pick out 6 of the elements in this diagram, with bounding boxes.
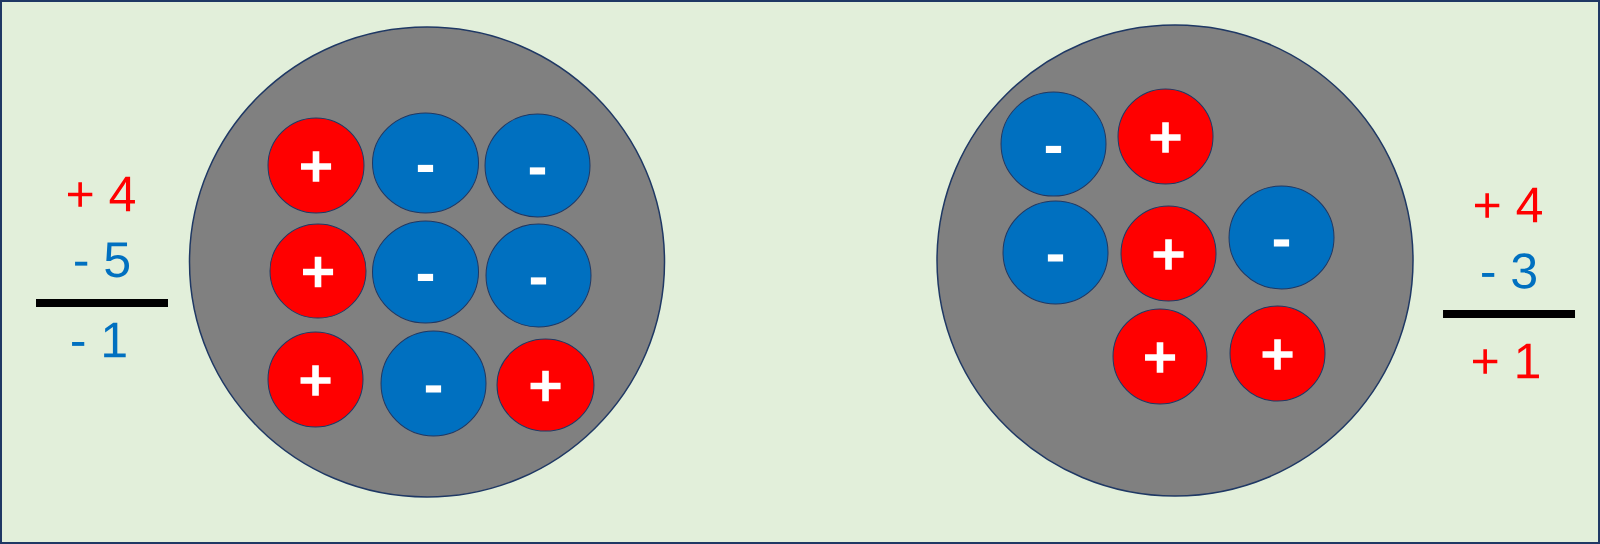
number-label: - 5 (75, 242, 130, 278)
number-label: + 4 (1475, 187, 1542, 223)
number-label: - 3 (1482, 253, 1536, 289)
number-label: - 1 (72, 322, 126, 358)
number-label: + 1 (1473, 343, 1539, 379)
number-label: + 4 (68, 176, 135, 212)
